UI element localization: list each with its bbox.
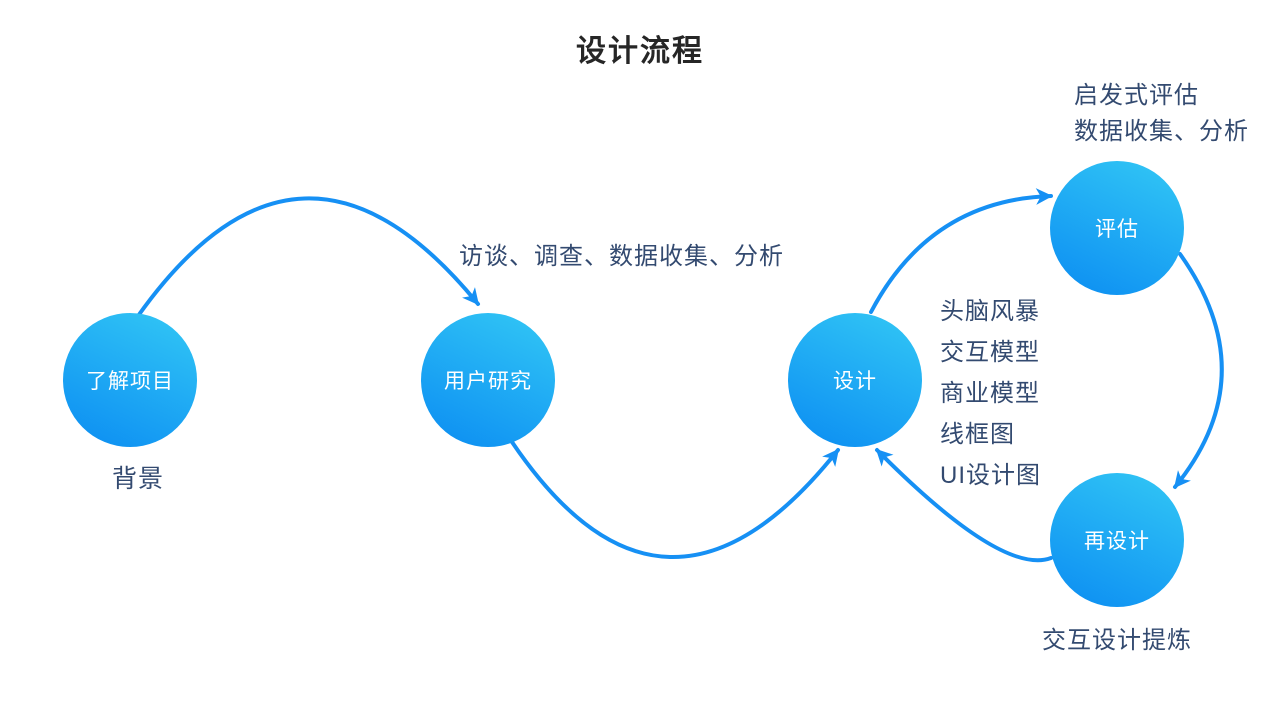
note-design-output-item: 线框图 [940, 421, 1015, 448]
node-evaluate-label: 评估 [1095, 218, 1139, 241]
note-background: 背景 [111, 465, 164, 493]
note-research-methods: 访谈、调查、数据收集、分析 [459, 243, 784, 270]
note-evaluation-methods: 启发式评估 数据收集、分析 [1074, 78, 1249, 150]
note-design-output-item: 头脑风暴 [940, 298, 1040, 325]
node-redesign-label: 再设计 [1084, 530, 1150, 553]
note-design-outputs: 头脑风暴 交互模型 商业模型 线框图 UI设计图 [940, 291, 1041, 496]
arrow-evaluate-to-redesign [1173, 252, 1224, 489]
node-redesign: 再设计 [1050, 473, 1184, 607]
arrow-design-to-evaluate [869, 188, 1053, 314]
arrow-research-to-design [510, 440, 840, 559]
node-design: 设计 [788, 313, 922, 447]
node-user-research: 用户研究 [421, 313, 555, 447]
note-redesign-refinement: 交互设计提炼 [1042, 627, 1192, 654]
node-evaluate: 评估 [1050, 161, 1184, 295]
note-design-output-item: 商业模型 [940, 380, 1040, 407]
arrow-understand-to-research [136, 196, 480, 318]
node-understand-project: 了解项目 [63, 313, 197, 447]
diagram-title: 设计流程 [576, 35, 704, 68]
node-design-label: 设计 [833, 370, 877, 393]
node-user-research-label: 用户研究 [444, 370, 532, 393]
note-design-output-item: UI设计图 [940, 462, 1041, 489]
node-understand-project-label: 了解项目 [86, 370, 174, 393]
arrow-redesign-to-design [875, 448, 1053, 563]
note-evaluation-method-item: 数据收集、分析 [1074, 118, 1249, 145]
note-design-output-item: 交互模型 [940, 339, 1040, 366]
note-evaluation-method-item: 启发式评估 [1074, 82, 1199, 109]
